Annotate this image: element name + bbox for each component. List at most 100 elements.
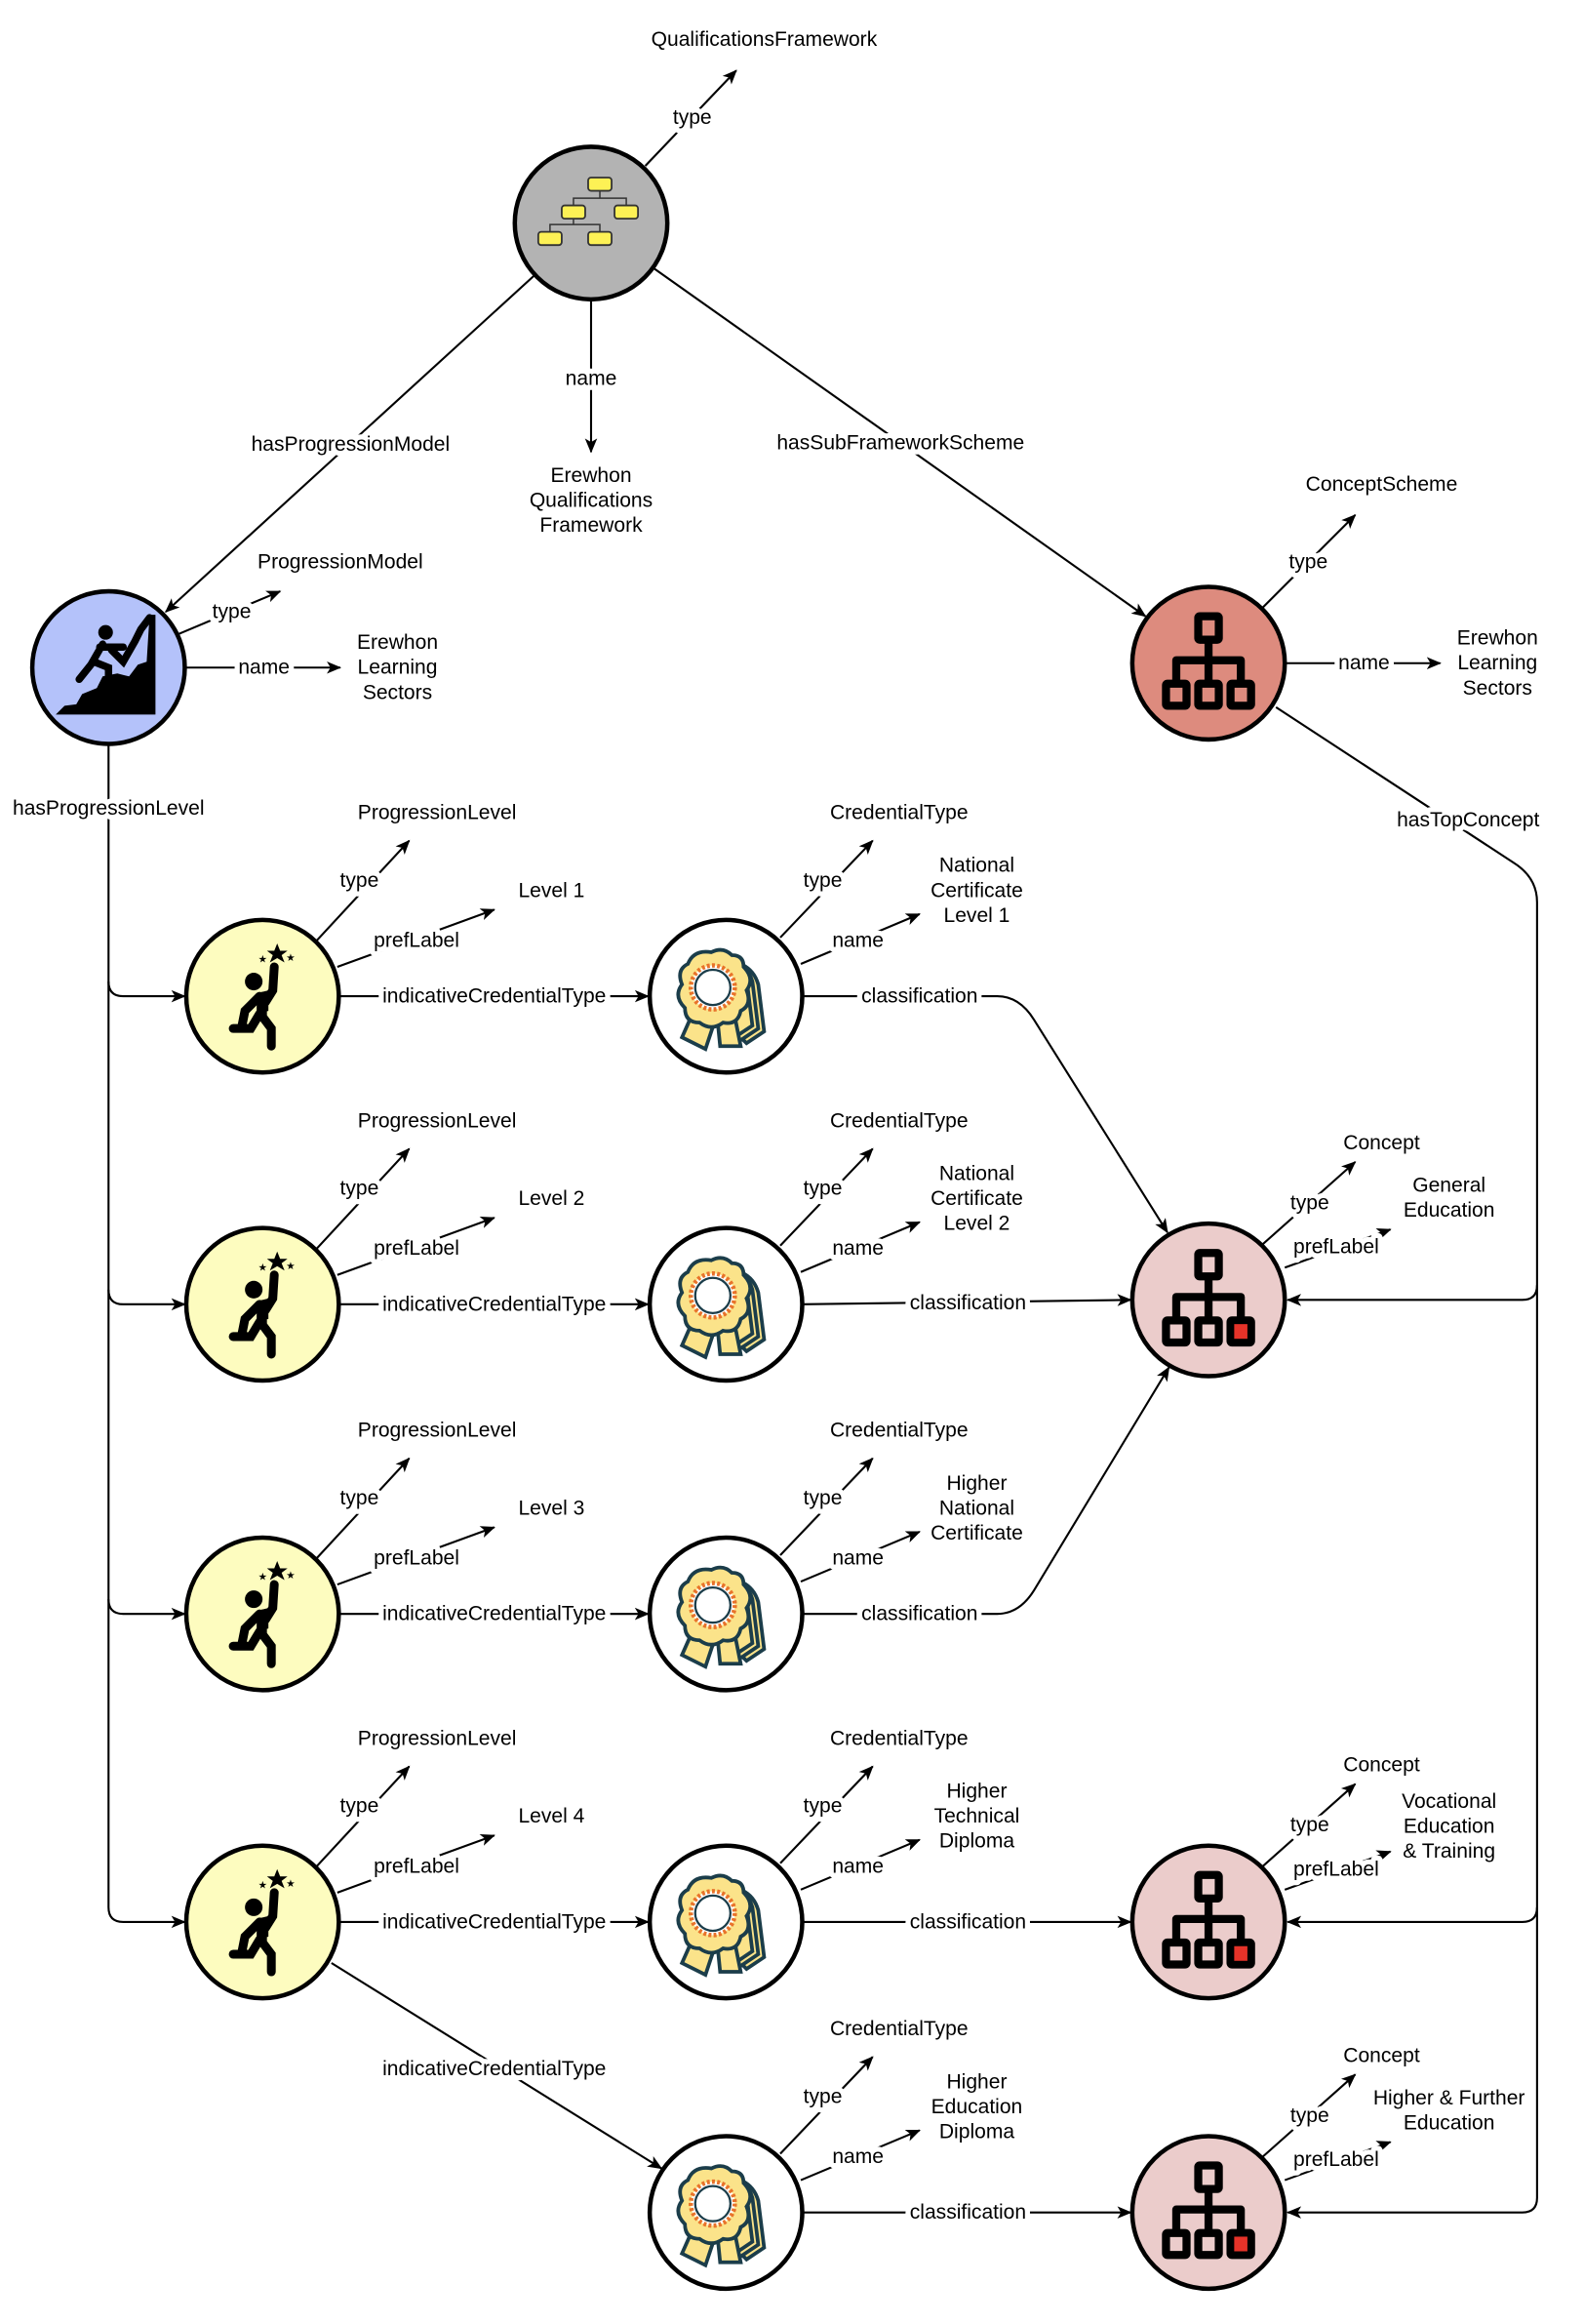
concept-type-value: Concept bbox=[1343, 2044, 1420, 2066]
edge-label-has-progression-model: hasProgressionModel bbox=[252, 433, 451, 456]
edge-label-indicative-credential-type: indicativeCredentialType bbox=[382, 1603, 606, 1625]
edge-label-pref-label: prefLabel bbox=[1293, 2148, 1379, 2171]
concept-pref-label-edge bbox=[1284, 2141, 1392, 2182]
credential-name-value: National bbox=[939, 1163, 1014, 1185]
credential-type-node[interactable] bbox=[647, 917, 805, 1075]
edge-label-type: type bbox=[1288, 550, 1327, 573]
credential-name-value: Level 1 bbox=[944, 904, 1010, 927]
concept-type-edge bbox=[1261, 2073, 1357, 2158]
edge-label-pref-label: prefLabel bbox=[1293, 1858, 1379, 1880]
progression-model-type-edge bbox=[178, 590, 282, 635]
credential-name-edge bbox=[800, 912, 921, 965]
edge-label-indicative-credential-type: indicativeCredentialType bbox=[382, 985, 606, 1008]
edge-label-classification: classification bbox=[910, 1292, 1026, 1314]
credential-type-node[interactable] bbox=[647, 1535, 805, 1693]
credential-type-value: CredentialType bbox=[830, 1727, 969, 1749]
progression-model-node[interactable] bbox=[29, 588, 187, 746]
level-pref-label-edge bbox=[337, 1526, 495, 1586]
credential-name-value: National bbox=[939, 855, 1014, 877]
edge-label-classification: classification bbox=[910, 1910, 1026, 1933]
concept-scheme-node[interactable] bbox=[1129, 584, 1287, 742]
credential-name-value: National bbox=[939, 1497, 1014, 1519]
credential-name-value: Technical bbox=[934, 1805, 1020, 1827]
credential-name-edge bbox=[800, 1838, 921, 1891]
classification-edge bbox=[804, 1366, 1170, 1616]
framework-node-circle[interactable] bbox=[512, 144, 670, 302]
edge-label-type: type bbox=[804, 1795, 843, 1818]
level-pref-label-edge bbox=[337, 908, 495, 968]
nodes-layer bbox=[29, 144, 1287, 2292]
concept-type-edge bbox=[1261, 1783, 1357, 1867]
has-sub-framework-scheme-edge bbox=[653, 267, 1147, 618]
level-type-edge bbox=[316, 1765, 411, 1867]
credential-name-value: Higher bbox=[946, 1472, 1007, 1495]
framework-node[interactable] bbox=[512, 144, 670, 302]
credential-name-value: Certificate bbox=[931, 1187, 1023, 1210]
credential-type-value: CredentialType bbox=[830, 802, 969, 824]
edge-label-name: name bbox=[832, 1855, 884, 1877]
edge-label-type: type bbox=[1290, 1192, 1329, 1215]
concept-type-value: Concept bbox=[1343, 1754, 1420, 1777]
concept-scheme-type-edge bbox=[1261, 513, 1357, 609]
credential-type-node[interactable] bbox=[647, 1843, 805, 2001]
progression-level-node[interactable] bbox=[183, 1225, 341, 1383]
progression-model-type-value: ProgressionModel bbox=[257, 550, 423, 573]
has-progression-model-edge bbox=[164, 274, 535, 613]
edge-label-name: name bbox=[832, 1547, 884, 1570]
progression-model-name-value: Erewhon bbox=[357, 631, 438, 654]
concept-pref-label-edge bbox=[1284, 1850, 1392, 1891]
credential-type-node[interactable] bbox=[647, 1225, 805, 1383]
edge-label-name: name bbox=[832, 929, 884, 951]
credential-name-edge bbox=[800, 2129, 921, 2182]
credential-type-node[interactable] bbox=[647, 2134, 805, 2292]
edge-label-type: type bbox=[213, 601, 252, 623]
credential-name-value: Diploma bbox=[939, 1830, 1014, 1853]
level-pref-label-value: Level 2 bbox=[518, 1187, 584, 1210]
concept-pref-label-value: Education bbox=[1404, 1816, 1495, 1838]
concept-node[interactable] bbox=[1129, 1221, 1287, 1379]
edge-label-type: type bbox=[340, 869, 379, 892]
framework-name-value: Qualifications bbox=[530, 489, 653, 511]
progression-level-node[interactable] bbox=[183, 917, 341, 1075]
credential-type-value: CredentialType bbox=[830, 2018, 969, 2040]
level-type-edge bbox=[316, 1457, 411, 1559]
framework-name-value: Framework bbox=[539, 514, 643, 537]
level-type-value: ProgressionLevel bbox=[358, 1109, 517, 1132]
credential-name-value: Diploma bbox=[939, 2120, 1014, 2143]
credential-type-edge bbox=[779, 2056, 874, 2155]
concept-pref-label-value: Vocational bbox=[1402, 1790, 1496, 1813]
has-progression-level-branch bbox=[107, 1599, 186, 1621]
level-type-value: ProgressionLevel bbox=[358, 802, 517, 824]
has-top-concept-edge bbox=[1275, 705, 1538, 2219]
has-progression-level-edge bbox=[107, 744, 186, 1929]
credential-name-edge bbox=[800, 1221, 921, 1273]
concept-node[interactable] bbox=[1129, 1843, 1287, 2001]
edge-label-name: name bbox=[1338, 652, 1390, 674]
edge-label-name: name bbox=[832, 1237, 884, 1260]
edge-label-indicative-credential-type: indicativeCredentialType bbox=[382, 1293, 606, 1315]
has-top-concept-branch bbox=[1286, 1285, 1538, 1306]
concept-scheme-name-value: Learning bbox=[1457, 652, 1537, 674]
edge-label-type: type bbox=[340, 1795, 379, 1818]
edge-label-pref-label: prefLabel bbox=[1293, 1236, 1379, 1259]
concept-pref-label-value: General bbox=[1412, 1175, 1485, 1197]
level-type-value: ProgressionLevel bbox=[358, 1727, 517, 1749]
progression-level-node[interactable] bbox=[183, 1843, 341, 2001]
progression-level-node[interactable] bbox=[183, 1535, 341, 1693]
edge-label-indicative-credential-type: indicativeCredentialType bbox=[382, 2058, 606, 2080]
credential-name-value: Education bbox=[931, 2096, 1023, 2118]
edge-label-type: type bbox=[804, 2085, 843, 2107]
framework-name-value: Erewhon bbox=[550, 464, 631, 487]
credential-type-value: CredentialType bbox=[830, 1109, 969, 1132]
edge-label-name: name bbox=[566, 368, 617, 390]
level-pref-label-edge bbox=[337, 1834, 495, 1894]
concept-pref-label-value: Education bbox=[1404, 1199, 1495, 1222]
concept-scheme-type-value: ConceptScheme bbox=[1306, 473, 1458, 496]
credential-name-value: Higher bbox=[946, 2070, 1007, 2093]
edge-label-pref-label: prefLabel bbox=[374, 1237, 459, 1260]
edges-layer bbox=[107, 69, 1538, 2219]
concept-node[interactable] bbox=[1129, 2134, 1287, 2292]
credential-name-edge bbox=[800, 1530, 921, 1583]
level-pref-label-value: Level 4 bbox=[518, 1805, 584, 1827]
